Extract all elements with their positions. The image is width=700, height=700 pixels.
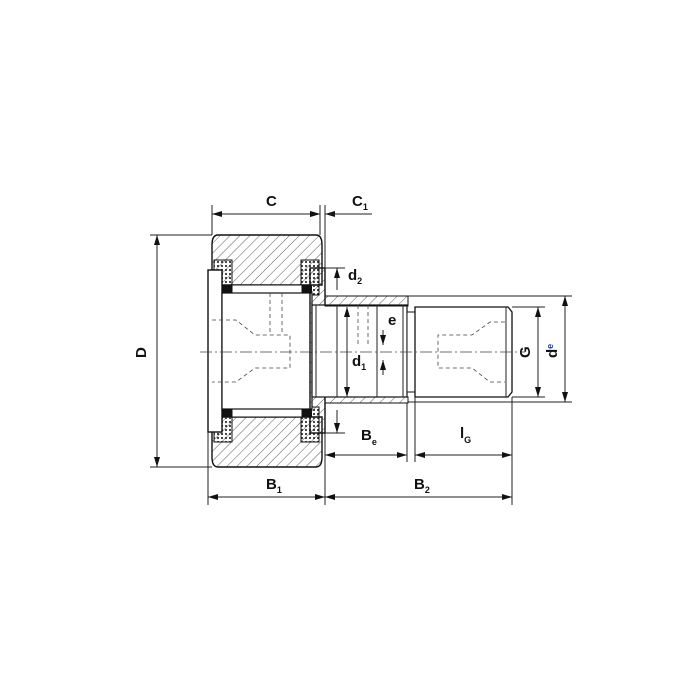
label-B2: B2 xyxy=(414,476,430,495)
dimension-lines xyxy=(154,211,568,500)
label-d1: d1 xyxy=(352,353,366,372)
label-d2: d2 xyxy=(348,267,362,286)
stud-head xyxy=(221,292,313,410)
label-de: de xyxy=(544,344,561,358)
label-lG: lG xyxy=(460,425,471,445)
stud-body xyxy=(311,295,416,404)
label-C: C xyxy=(266,193,277,210)
hidden-lube-holes xyxy=(269,293,369,345)
label-e: e xyxy=(388,312,396,329)
label-G: G xyxy=(517,346,534,358)
stud-flange xyxy=(207,269,223,433)
hidden-hex-socket xyxy=(212,319,291,383)
outer-ring xyxy=(211,234,323,468)
label-Be: Be xyxy=(361,427,377,447)
extension-lines xyxy=(150,205,572,505)
label-C1: C1 xyxy=(352,193,368,212)
label-B1: B1 xyxy=(266,476,282,495)
label-D: D xyxy=(133,347,150,358)
